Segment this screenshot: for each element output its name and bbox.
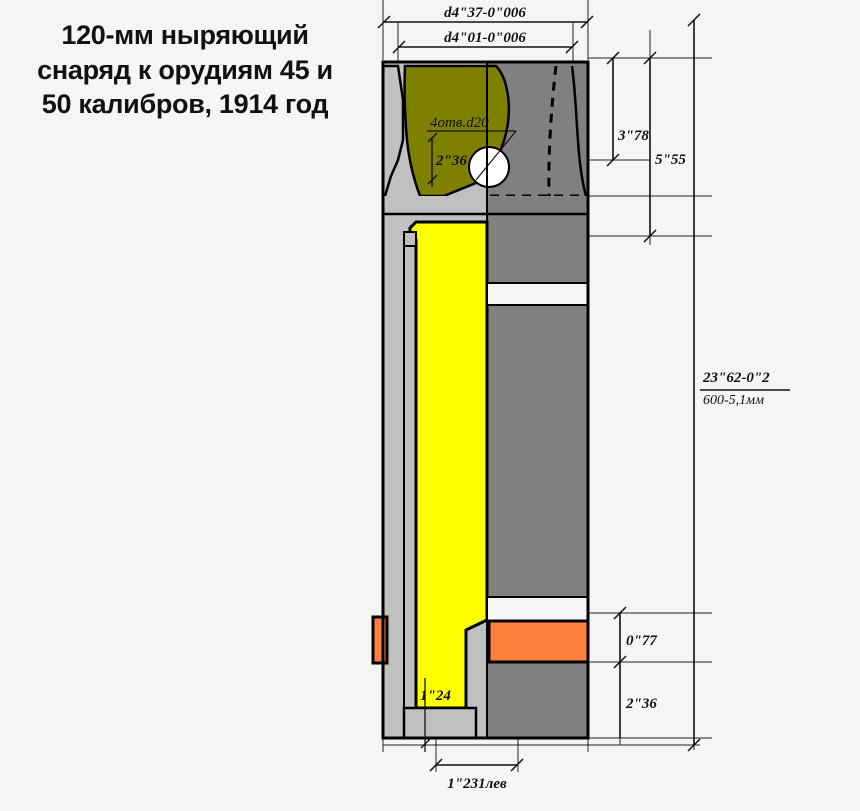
right-dimension-ticks (606, 13, 701, 752)
right-dimension-lines (612, 20, 695, 745)
dim-nose-holes: 4отв.d20 (430, 115, 489, 131)
copper-driving-band (487, 619, 590, 664)
nose-right-profile (570, 65, 588, 197)
shoulder-band-right (487, 196, 588, 214)
dim-band-width: 0"77 (626, 633, 657, 649)
filler-top-notch (403, 231, 417, 247)
dim-head-lower: 5"55 (655, 152, 686, 168)
fuze-hole-circle (468, 146, 510, 188)
shell-base-section (402, 706, 478, 740)
dim-total-length: 23"62-0"2 (702, 370, 770, 386)
nose-depth-dim-line (427, 132, 438, 187)
thread-dim-ticks (429, 758, 524, 772)
dim-top-inner-diameter: d4"01-0"006 (444, 30, 526, 46)
page-title: 120-мм ныряющий снаряд к орудиям 45 и 50… (37, 20, 333, 120)
copper-driving-band-section (371, 615, 389, 665)
dim-top-outer-diameter: d4"37-0"006 (444, 5, 526, 21)
dim-base-to-band: 2"36 (625, 696, 657, 712)
dim-head-upper: 3"78 (617, 128, 649, 144)
shell-body-outline (381, 60, 590, 740)
dim-total-length-mm: 600-5,1мм (703, 393, 764, 408)
dim-nose-depth: 2"36 (435, 153, 467, 169)
top-dimension-lines (383, 21, 588, 48)
dim-thread: 1"231лев (447, 776, 507, 792)
dim-cavity-bottom: 1"24 (420, 688, 451, 704)
upper-groove (486, 282, 589, 306)
dimension-tick-marks (377, 15, 594, 54)
nose-holes-leader-line (427, 130, 517, 181)
cavity-bottom-dim-line (420, 678, 431, 752)
